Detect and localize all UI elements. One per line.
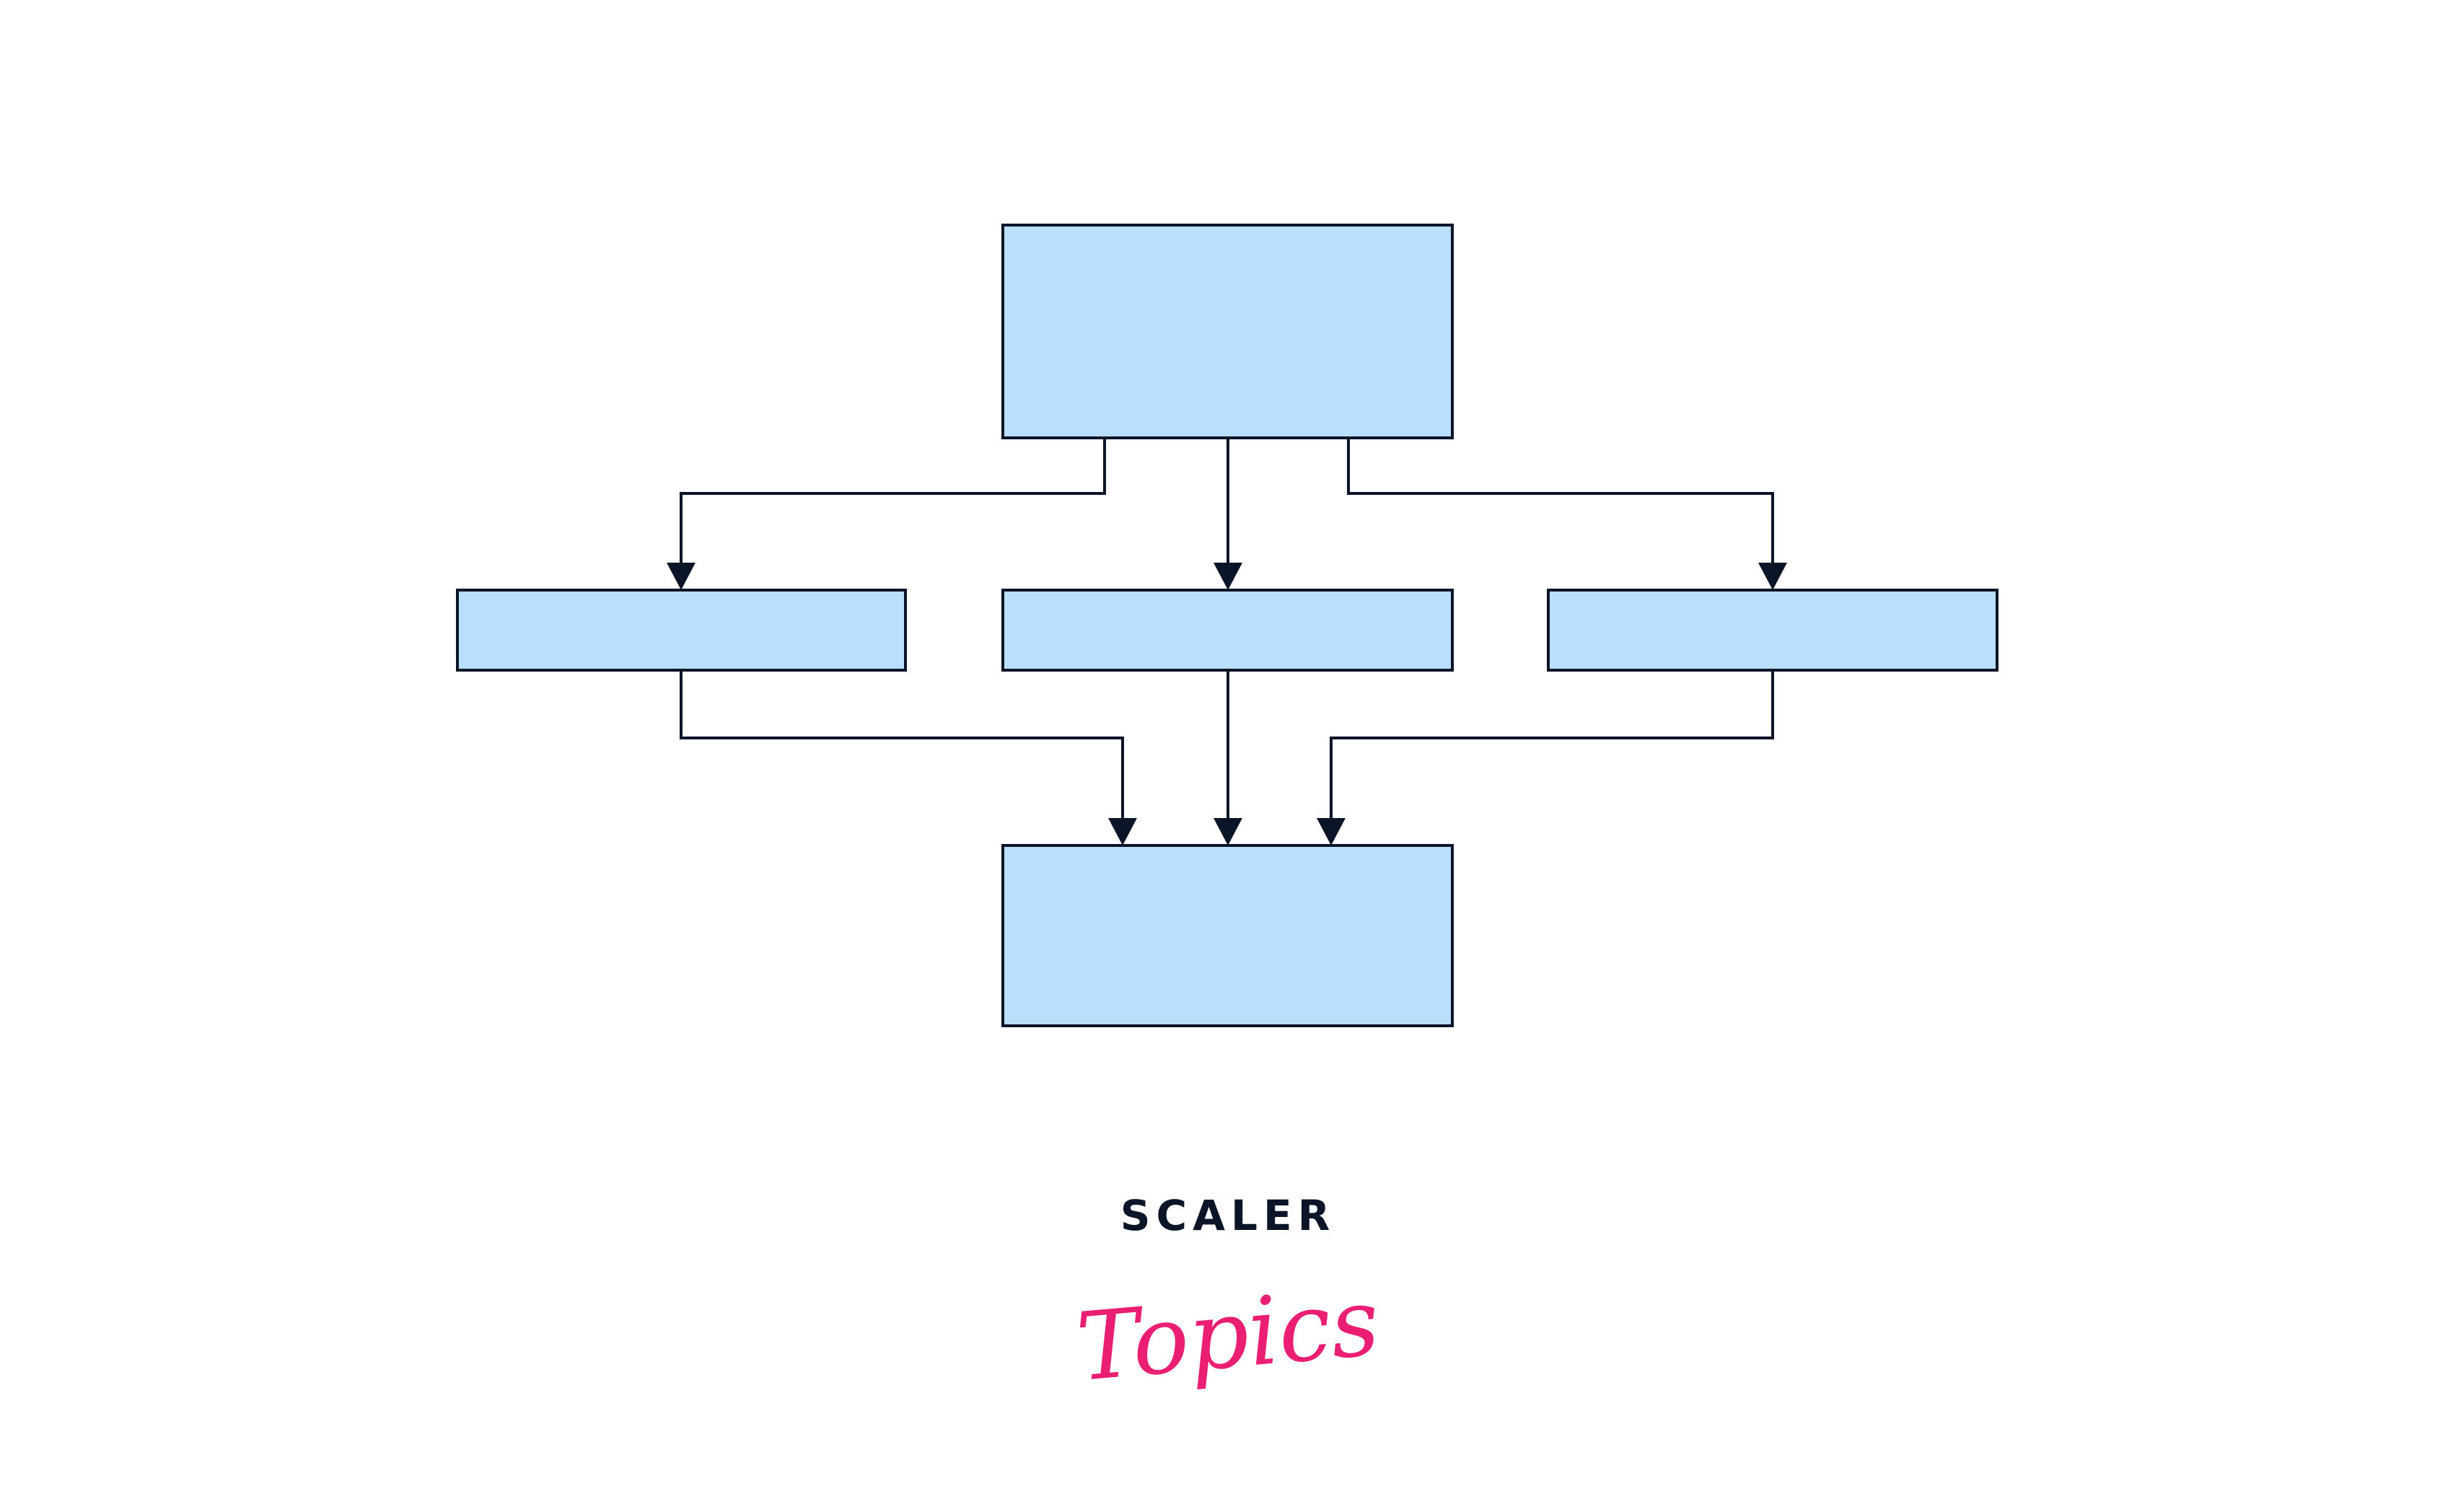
edge-middle-right-to-bottom bbox=[1330, 670, 1774, 819]
node-bottom bbox=[1001, 844, 1454, 1027]
arrowhead-icon bbox=[667, 563, 695, 590]
edge-top-to-middle-right bbox=[1347, 438, 1774, 564]
node-middle-right bbox=[1547, 589, 1998, 672]
arrowhead-icon bbox=[1317, 818, 1346, 845]
scaler-topics-logo: SCALER Topics bbox=[1073, 1191, 1384, 1402]
logo-scaler-text: SCALER bbox=[1120, 1191, 1335, 1240]
node-middle-center bbox=[1001, 589, 1454, 672]
arrowhead-icon bbox=[1214, 563, 1242, 590]
logo-topics-text: Topics bbox=[1073, 1267, 1384, 1402]
edge-top-to-middle-left bbox=[680, 438, 1106, 564]
arrowhead-icon bbox=[1108, 818, 1137, 845]
node-middle-left bbox=[456, 589, 907, 672]
arrowhead-icon bbox=[1214, 818, 1242, 845]
node-top bbox=[1001, 224, 1454, 439]
edge-middle-left-to-bottom bbox=[680, 670, 1124, 819]
arrowhead-icon bbox=[1758, 563, 1787, 590]
